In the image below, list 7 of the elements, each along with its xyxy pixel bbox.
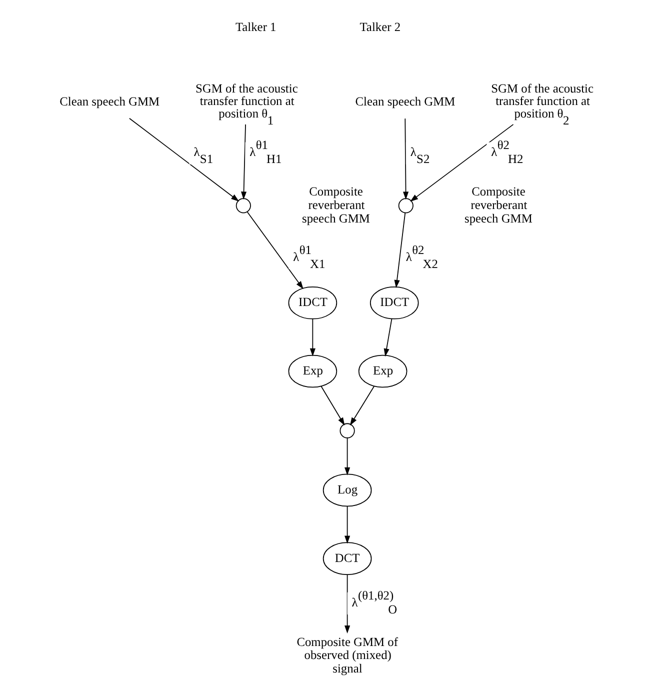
label: Composite reverberant speech GMM xyxy=(464,184,532,226)
node-text: Clean speech GMM xyxy=(355,94,456,109)
label: Talker 1 xyxy=(235,20,276,34)
label: Talker 2 xyxy=(360,20,401,34)
node-text: Composite GMM of observed (mixed) signal xyxy=(296,634,398,676)
node-text: Clean speech GMM xyxy=(60,94,160,109)
label: Composite reverberant speech GMM xyxy=(302,184,370,226)
